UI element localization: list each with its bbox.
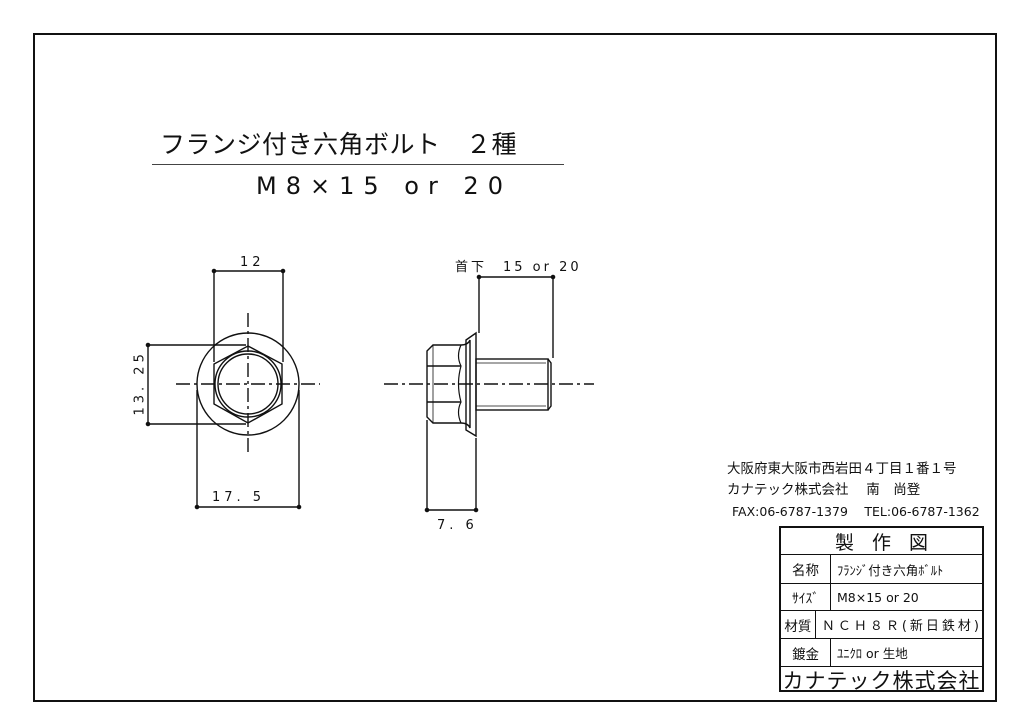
row-value: M8×15 or 20 <box>837 589 919 605</box>
title-block-heading: フランジ付き六角ボルト ２種 M8×15 or 20 <box>152 128 564 201</box>
side-flange <box>465 331 477 438</box>
side-view <box>384 274 594 513</box>
row-label: 材質 <box>781 611 816 638</box>
table-row-size: ｻｲｽﾞ M8×15 or 20 <box>781 584 982 611</box>
title-underline <box>152 164 564 165</box>
title-block-company: カナテック株式会社 <box>782 668 981 693</box>
row-label: ｻｲｽﾞ <box>781 584 831 610</box>
row-value: ＮＣＨ８Ｒ(新日鉄材) <box>821 619 982 634</box>
maker-address: 大阪府東大阪市西岩田４丁目１番１号 <box>727 461 957 477</box>
dim-label-13-25: 13. 25 <box>132 350 148 416</box>
drawing-size: M8×15 or 20 <box>256 172 512 200</box>
side-hex-head <box>426 339 471 429</box>
front-view <box>145 268 320 510</box>
row-value: ﾌﾗﾝｼﾞ付き六角ﾎﾞﾙﾄ <box>837 562 944 578</box>
dim-label-17-5: 17. 5 <box>212 490 266 505</box>
drawing-border <box>33 33 997 702</box>
row-label: 鍍金 <box>781 639 831 666</box>
title-block-header: 製作図 <box>781 528 982 555</box>
table-row-name: 名称 ﾌﾗﾝｼﾞ付き六角ﾎﾞﾙﾄ <box>781 555 982 584</box>
maker-company-contact: カナテック株式会社 南 尚登 <box>727 482 921 498</box>
dim-label-length: 首下 15 or 20 <box>455 260 582 275</box>
drawing-title: フランジ付き六角ボルト ２種 <box>160 130 518 159</box>
table-row-plating: 鍍金 ﾕﾆｸﾛ or 生地 <box>781 639 982 667</box>
table-row-material: 材質 ＮＣＨ８Ｒ(新日鉄材) <box>781 611 982 639</box>
maker-info: 大阪府東大阪市西岩田４丁目１番１号 カナテック株式会社 南 尚登 FAX:06-… <box>727 459 980 522</box>
dim-label-12: 12 <box>240 255 265 270</box>
maker-phone-fax: FAX:06-6787-1379 TEL:06-6787-1362 <box>732 504 980 519</box>
row-value: ﾕﾆｸﾛ or 生地 <box>837 646 908 661</box>
row-label: 名称 <box>781 555 831 583</box>
dim-label-7-6: 7. 6 <box>437 518 478 533</box>
title-block-table: 製作図 名称 ﾌﾗﾝｼﾞ付き六角ﾎﾞﾙﾄ ｻｲｽﾞ M8×15 or 20 材質… <box>779 526 984 693</box>
